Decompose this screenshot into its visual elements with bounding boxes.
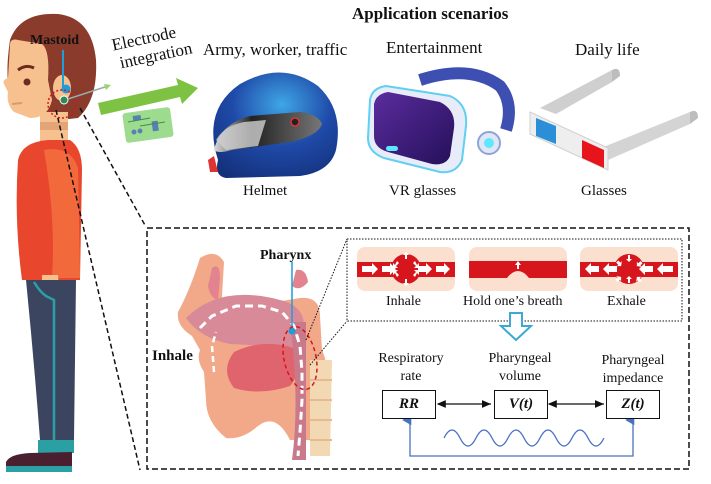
caption-line: volume <box>499 369 541 384</box>
nasal-airway-anatomy <box>177 253 332 460</box>
respiratory-wave-icon <box>443 429 605 447</box>
electrode-pointer <box>67 85 109 100</box>
device-label-vr-glasses: VR glasses <box>389 183 457 199</box>
inhale-airflow-label: Inhale <box>152 348 193 364</box>
page-title: Application scenarios <box>352 4 509 23</box>
impedance-node: Z(t) <box>606 390 660 419</box>
volume-node: V(t) <box>494 390 548 419</box>
mastoid-electrode-icon <box>61 84 71 94</box>
hold-breath-state-icon <box>469 247 567 291</box>
device-label-glasses: Glasses <box>581 183 627 199</box>
breathing-state-hold-label: Hold one’s breath <box>463 294 563 309</box>
mastoid-label: Mastoid <box>30 33 79 48</box>
caption-line: Pharyngeal <box>488 351 552 366</box>
caption-line: Pharyngeal <box>601 353 665 368</box>
pharynx-region-ellipse <box>282 325 318 391</box>
respiratory-rate-caption: Respiratory rate <box>371 350 451 386</box>
breathing-state-inhale-label: Inhale <box>386 294 421 309</box>
inhale-state-icon <box>357 247 455 291</box>
circuit-board-icon <box>122 107 174 143</box>
scenario-category-daily-life: Daily life <box>575 40 640 59</box>
scenario-category-army: Army, worker, traffic <box>203 40 348 59</box>
caption-line: impedance <box>602 371 664 386</box>
detail-panel-border <box>146 227 690 470</box>
pharynx-label: Pharynx <box>260 248 312 263</box>
pharyngeal-volume-caption: Pharyngeal volume <box>480 350 560 386</box>
3d-glasses-icon <box>529 68 698 171</box>
breathing-states-frame <box>346 238 683 322</box>
projection-line-right <box>79 107 147 228</box>
helmet-icon <box>208 72 338 178</box>
neck-region-circle <box>47 89 77 119</box>
vr-glasses-icon <box>366 67 515 174</box>
pharyngeal-impedance-caption: Pharyngeal impedance <box>590 352 676 388</box>
scenario-category-entertainment: Entertainment <box>386 38 483 57</box>
flow-down-arrow-icon <box>498 312 534 342</box>
breathing-state-exhale-label: Exhale <box>607 294 646 309</box>
projection-line-left <box>55 109 141 471</box>
caption-line: Respiratory <box>378 351 444 366</box>
person-figure <box>3 13 97 472</box>
rr-node: RR <box>382 390 436 419</box>
feedback-loop-arrow <box>402 414 635 457</box>
exhale-state-icon <box>580 247 678 291</box>
green-arrow-icon <box>98 78 198 115</box>
caption-line: rate <box>400 369 422 384</box>
device-label-helmet: Helmet <box>243 183 288 199</box>
pharynx-point-icon <box>288 327 296 335</box>
pharynx-electrode-icon <box>59 95 69 105</box>
